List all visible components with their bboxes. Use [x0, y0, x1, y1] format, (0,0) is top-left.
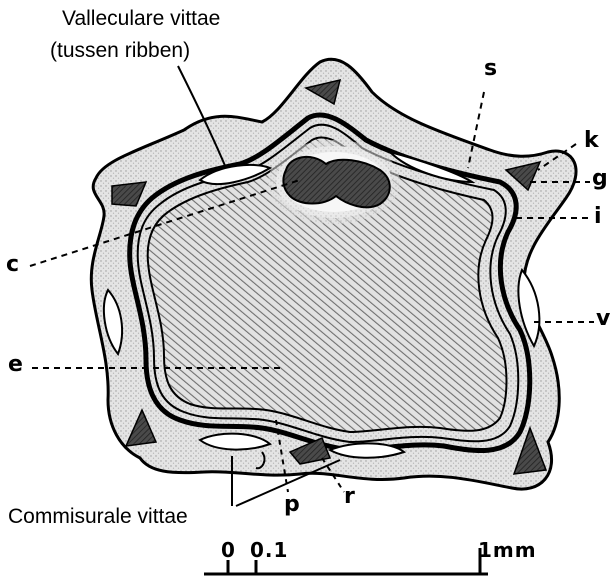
- label-k: k: [584, 130, 599, 152]
- label-p: p: [284, 494, 300, 516]
- label-e: e: [8, 354, 23, 376]
- label-commissural-vittae: Commisurale vittae: [8, 506, 188, 527]
- label-vallecular-vittae-line2: (tussen ribben): [50, 40, 190, 61]
- label-s: s: [484, 58, 497, 80]
- label-v: v: [596, 308, 610, 330]
- label-g: g: [592, 168, 608, 190]
- scale-label-0: 0: [221, 540, 236, 560]
- label-i: i: [594, 206, 602, 228]
- label-r: r: [344, 486, 355, 508]
- scale-label-1mm: 1mm: [478, 540, 537, 560]
- label-c: c: [6, 254, 19, 276]
- scale-label-0-1: 0.1: [250, 540, 288, 560]
- label-vallecular-vittae-line1: Valleculare vittae: [62, 8, 220, 29]
